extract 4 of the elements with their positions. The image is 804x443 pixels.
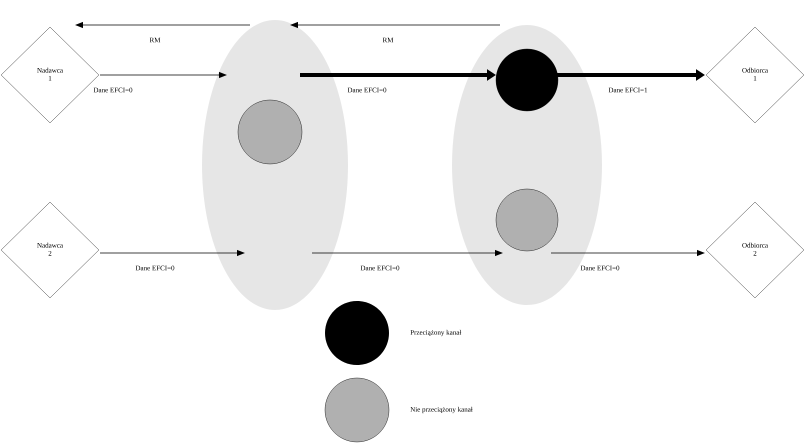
queue-circle	[238, 100, 302, 164]
switch-ellipse	[202, 20, 348, 310]
queue-circle	[496, 48, 558, 112]
queue-circle	[496, 188, 558, 252]
